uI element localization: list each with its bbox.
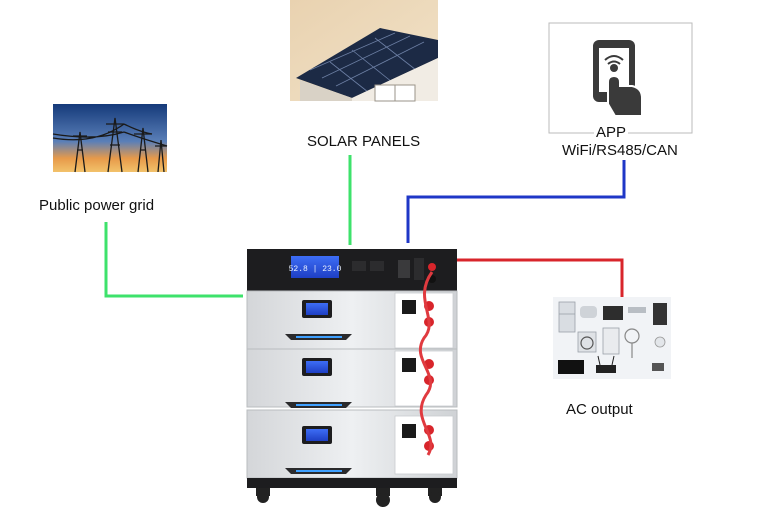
app-line [406,160,626,243]
grid-label: Public power grid [39,197,155,214]
appliances-photo [553,297,671,379]
wheels [256,488,442,507]
solar-label: SOLAR PANELS [307,133,421,150]
grid-line [104,222,243,298]
display-readout: 52.8 | 23.0 [289,265,342,274]
battery-stack [246,249,458,507]
ac-output-label: AC output [566,401,633,418]
solar-house-photo [290,0,438,102]
app-box [548,22,693,134]
battery-module-3 [246,409,458,479]
app-protocols-label: WiFi/RS485/CAN [562,142,678,159]
app-label: APP [594,124,629,141]
battery-module-2 [246,348,458,408]
connection-lines [104,155,626,298]
controller-screen [291,256,339,278]
phone-touch-icon [593,40,643,117]
power-grid-photo [52,104,168,173]
ac-line [456,258,624,297]
